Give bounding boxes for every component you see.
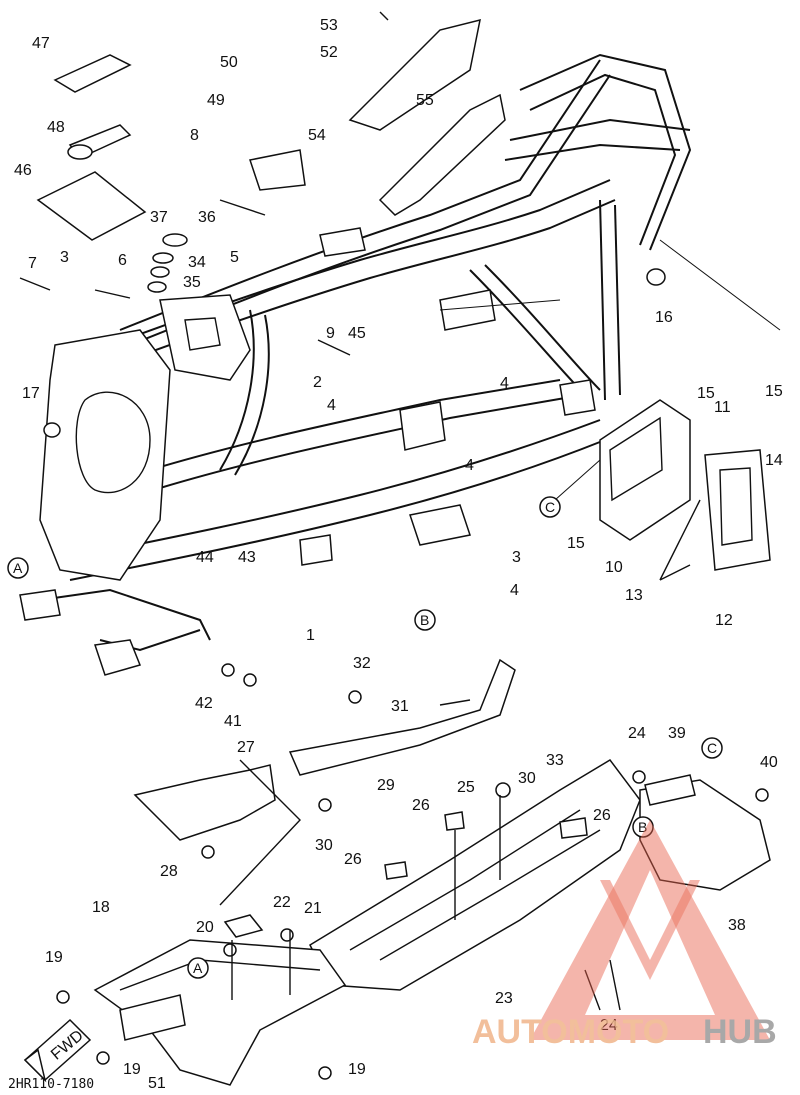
callout-4b: 4	[327, 397, 336, 414]
callout-36: 36	[198, 209, 216, 226]
callout-45: 45	[348, 325, 366, 342]
callout-27: 27	[237, 739, 255, 756]
ref-b-upper: B	[420, 612, 429, 628]
callout-42: 42	[195, 695, 213, 712]
callout-47: 47	[32, 35, 50, 52]
callout-51: 51	[148, 1075, 166, 1092]
callout-1: 1	[306, 627, 315, 644]
callout-17: 17	[22, 385, 40, 402]
upper-small-parts	[19, 11, 666, 438]
callout-21: 21	[304, 900, 322, 917]
callout-4a: 4	[500, 375, 509, 392]
callout-43: 43	[238, 549, 256, 566]
ref-a-upper: A	[13, 560, 23, 576]
callout-19c: 19	[348, 1061, 366, 1078]
callout-labels: 53 52 47 48 50 49 55 54 8 46 37 36 5 7 3…	[14, 17, 783, 1092]
callout-41: 41	[224, 713, 242, 730]
callout-31: 31	[391, 698, 409, 715]
watermark-inner-arrow	[600, 880, 700, 980]
callout-25: 25	[457, 779, 475, 796]
callout-26a: 26	[412, 797, 430, 814]
callout-33: 33	[546, 752, 564, 769]
lower-guards-drawing	[56, 658, 771, 1086]
callout-13: 13	[625, 587, 643, 604]
callout-15b: 15	[765, 383, 783, 400]
watermark-text-hub: HUB	[703, 1013, 777, 1051]
callout-30a: 30	[518, 770, 536, 787]
callout-16: 16	[655, 309, 673, 326]
callout-28: 28	[160, 863, 178, 880]
callout-30b: 30	[315, 837, 333, 854]
callout-18: 18	[92, 899, 110, 916]
callout-26b: 26	[593, 807, 611, 824]
callout-44: 44	[196, 549, 214, 566]
callout-15c: 15	[567, 535, 585, 552]
callout-8: 8	[190, 127, 199, 144]
callout-26c: 26	[344, 851, 362, 868]
fwd-arrow: FWD	[23, 1018, 92, 1083]
callout-24a: 24	[628, 725, 646, 742]
reference-markers: A B C C B A	[7, 496, 723, 979]
callout-32: 32	[353, 655, 371, 672]
callout-24b: 24	[600, 1017, 618, 1034]
callout-2: 2	[313, 374, 322, 391]
callout-19b: 19	[123, 1061, 141, 1078]
watermark-triangle-logo	[530, 820, 770, 1040]
callout-39: 39	[668, 725, 686, 742]
callout-34: 34	[188, 254, 206, 271]
callout-11: 11	[714, 399, 731, 416]
automotohub-watermark: AUTOMOTO HUB	[472, 820, 777, 1051]
main-frame-drawing	[19, 53, 781, 676]
callout-23: 23	[495, 990, 513, 1007]
callout-10: 10	[605, 559, 623, 576]
callout-7: 7	[28, 255, 37, 272]
callout-48: 48	[47, 119, 65, 136]
callout-20: 20	[196, 919, 214, 936]
watermark-text-automoto: AUTOMOTO	[472, 1013, 669, 1051]
callout-46: 46	[14, 162, 32, 179]
callout-19a: 19	[45, 949, 63, 966]
callout-12: 12	[715, 612, 733, 629]
callout-49: 49	[207, 92, 225, 109]
callout-9: 9	[326, 325, 335, 342]
callout-37: 37	[150, 209, 168, 226]
callout-3a: 3	[60, 249, 69, 266]
callout-3b: 3	[512, 549, 521, 566]
callout-53: 53	[320, 17, 338, 34]
drawing-code: 2HR110-7180	[8, 1077, 94, 1092]
callout-29: 29	[377, 777, 395, 794]
ref-c-upper: C	[545, 499, 555, 515]
ref-c-lower: C	[707, 740, 717, 756]
ref-b-lower: B	[638, 819, 647, 835]
callout-35: 35	[183, 274, 201, 291]
callout-4d: 4	[510, 582, 519, 599]
callout-15a: 15	[697, 385, 715, 402]
callout-55: 55	[416, 92, 434, 109]
callout-5: 5	[230, 249, 239, 266]
callout-4c: 4	[465, 457, 474, 474]
ref-a-lower: A	[193, 960, 203, 976]
callout-54: 54	[308, 127, 326, 144]
callout-52: 52	[320, 44, 338, 61]
callout-22: 22	[273, 894, 291, 911]
battery-box-drawing	[599, 399, 771, 581]
callout-14: 14	[765, 452, 783, 469]
callout-50: 50	[220, 54, 238, 71]
callout-6: 6	[118, 252, 127, 269]
callout-38: 38	[728, 917, 746, 934]
callout-40: 40	[760, 754, 778, 771]
